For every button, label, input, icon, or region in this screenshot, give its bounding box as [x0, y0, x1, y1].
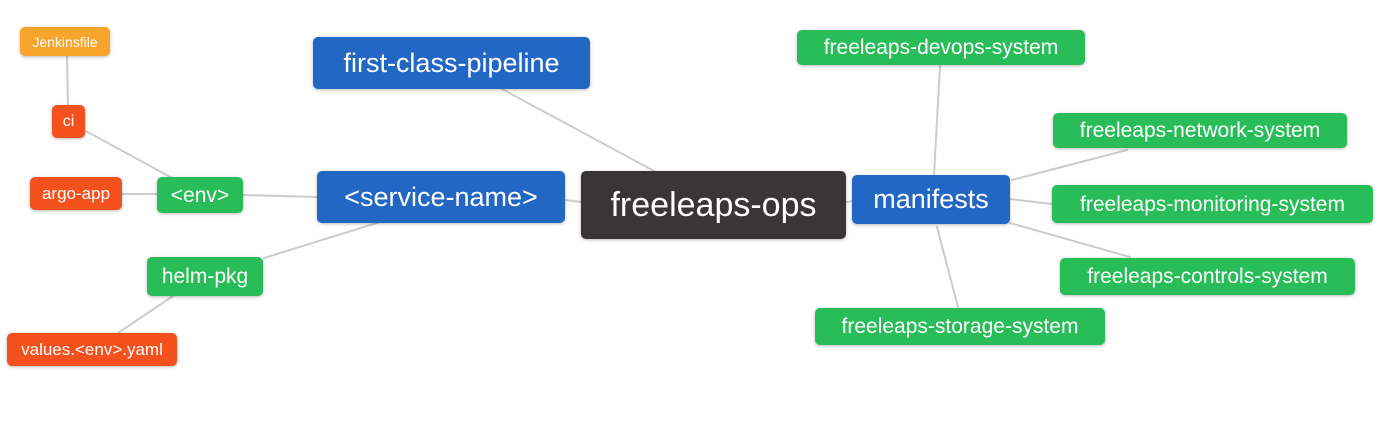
node-ci[interactable]: ci: [52, 105, 85, 138]
node-freeleaps-network-system[interactable]: freeleaps-network-system: [1053, 113, 1347, 148]
edge-root-manifests: [845, 200, 854, 203]
edge-ci-env: [83, 129, 175, 180]
edge-pipeline-root: [501, 88, 657, 173]
node-freeleaps-controls-system[interactable]: freeleaps-controls-system: [1060, 258, 1355, 295]
node-freeleaps-storage-system[interactable]: freeleaps-storage-system: [815, 308, 1105, 345]
edge-manifests-devops: [933, 65, 941, 176]
edge-service-name-root: [564, 199, 583, 203]
edge-jenkinsfile-ci: [66, 55, 69, 107]
node-manifests[interactable]: manifests: [852, 175, 1010, 224]
node-env[interactable]: <env>: [157, 177, 243, 213]
node-service-name[interactable]: <service-name>: [317, 171, 565, 223]
node-values-env-yaml[interactable]: values.<env>.yaml: [7, 333, 177, 366]
edge-manifests-monitoring: [1009, 198, 1053, 205]
edge-manifests-controls: [1009, 222, 1131, 258]
node-jenkinsfile[interactable]: Jenkinsfile: [20, 27, 110, 56]
node-helm-pkg[interactable]: helm-pkg: [147, 257, 263, 296]
node-freeleaps-ops-root[interactable]: freeleaps-ops: [581, 171, 846, 239]
node-first-class-pipeline[interactable]: first-class-pipeline: [313, 37, 590, 89]
node-freeleaps-monitoring-system[interactable]: freeleaps-monitoring-system: [1052, 185, 1373, 223]
edge-manifests-network: [1011, 149, 1128, 181]
edge-values-yaml-helm-pkg: [117, 295, 174, 334]
edge-helm-pkg-service-name: [263, 221, 381, 259]
edge-env-service-name: [242, 194, 318, 198]
node-freeleaps-devops-system[interactable]: freeleaps-devops-system: [797, 30, 1085, 65]
node-argo-app[interactable]: argo-app: [30, 177, 122, 210]
edge-manifests-storage: [936, 226, 959, 308]
